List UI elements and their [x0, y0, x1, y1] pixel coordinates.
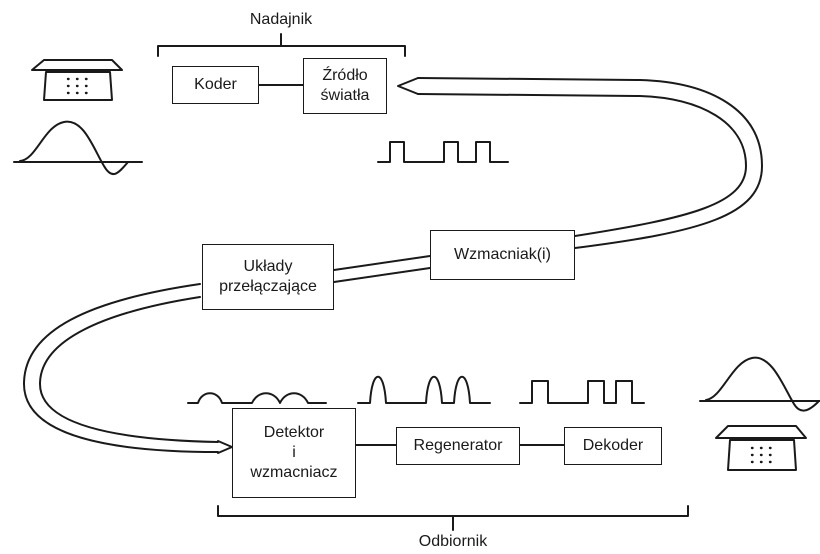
switching-label-line2: przełączające — [219, 278, 317, 295]
detector-label-line3: wzmacniacz — [250, 464, 338, 481]
analog-wave-icon-right — [705, 356, 819, 412]
light-source-label-line1: Źródło — [322, 67, 368, 84]
light-source-label-line2: światła — [320, 87, 370, 104]
transmitter-title: Nadajnik — [249, 11, 313, 28]
detector-amplifier-block: Detektor i wzmacniacz — [232, 408, 356, 498]
decoder-label: Dekoder — [582, 437, 644, 454]
fiber-cable-lower-inner — [39, 296, 219, 443]
detector-label-line1: Detektor — [263, 424, 325, 441]
telephone-icon-left — [31, 59, 123, 101]
fiber-cable-upper-outer — [417, 77, 763, 249]
amplifier-label: Wzmacniak(i) — [454, 246, 551, 263]
fiber-cable-middle-lower — [333, 267, 431, 283]
rounded-pulse-train-icon — [357, 375, 491, 404]
telephone-icon-right — [715, 425, 807, 471]
digital-pulse-train-icon-tx — [377, 141, 509, 163]
telephone-keypad-left — [66, 77, 88, 95]
switching-block: Układy przełączające — [202, 244, 334, 310]
fiber-tip-receiver — [217, 440, 233, 454]
telephone-keypad-right — [750, 446, 772, 464]
digital-pulse-train-icon-rx — [519, 380, 645, 404]
regenerator-block: Regenerator — [396, 427, 520, 465]
fiber-cable-upper-inner — [417, 93, 747, 237]
fiber-tip-transmitter — [397, 77, 419, 95]
receiver-bracket — [217, 505, 689, 531]
transmitter-bracket — [157, 33, 406, 57]
regenerator-label: Regenerator — [413, 437, 503, 454]
coder-block: Koder — [172, 66, 259, 104]
degraded-pulse-train-icon — [187, 392, 327, 404]
receiver-title: Odbiornik — [418, 533, 488, 550]
detector-label-line2: i — [292, 444, 296, 461]
light-source-block: Źródło światła — [303, 58, 387, 114]
analog-wave-icon-left — [19, 120, 129, 176]
switching-label-line1: Układy — [243, 258, 293, 275]
fiber-cable-lower-outer — [23, 283, 219, 453]
coder-label: Koder — [194, 76, 237, 93]
amplifier-block: Wzmacniak(i) — [430, 230, 575, 280]
decoder-block: Dekoder — [564, 427, 662, 465]
fiber-cable-middle-upper — [333, 255, 431, 271]
